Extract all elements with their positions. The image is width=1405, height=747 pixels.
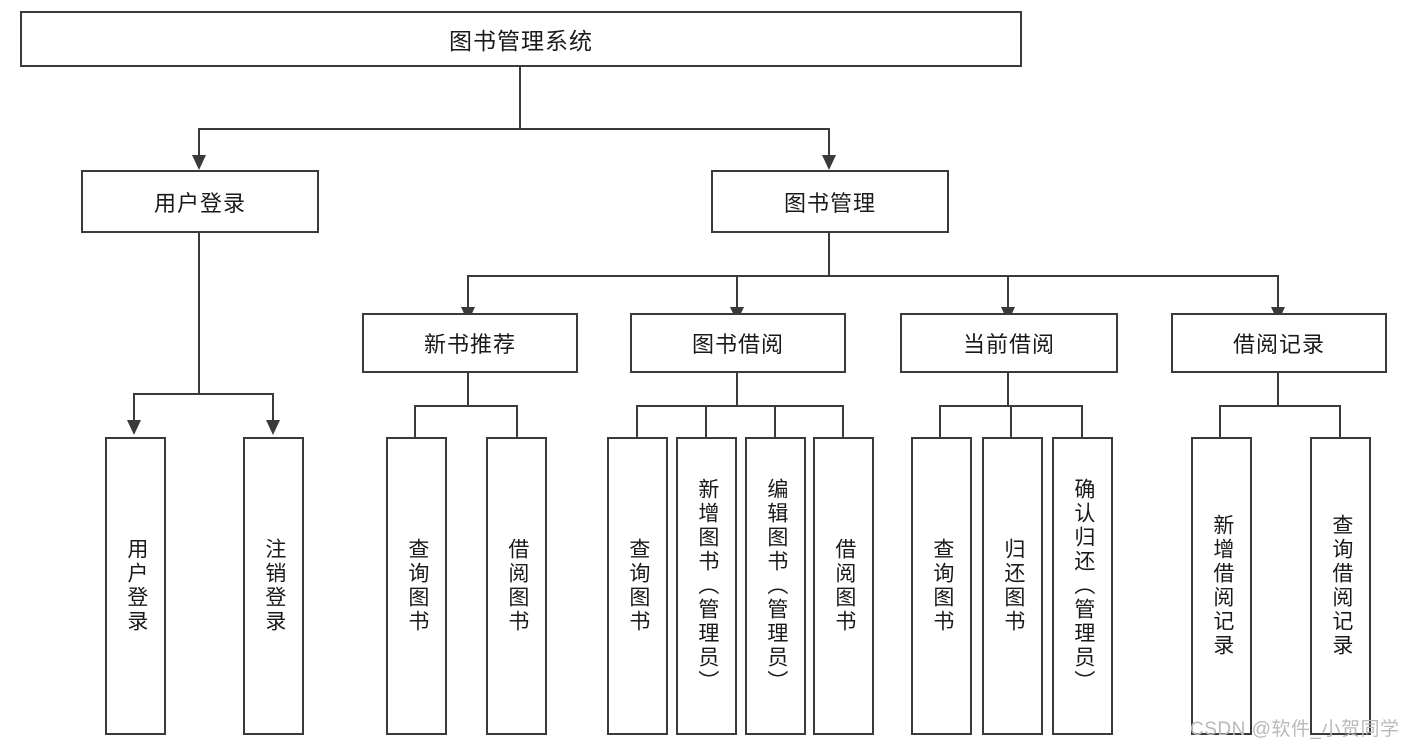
root-to-management-arrowhead-icon	[822, 155, 836, 170]
node-leaf-8[interactable]: 借阅图书	[813, 437, 874, 735]
login-bus	[134, 393, 273, 395]
login-child-1-line	[133, 393, 135, 420]
node-leaf-1[interactable]: 用户登录	[105, 437, 166, 735]
login-stem	[198, 233, 200, 393]
g3-leaf-2-line	[1010, 405, 1012, 437]
g2-leaf-2-line	[705, 405, 707, 437]
g2-leaf-1-line	[636, 405, 638, 437]
node-leaf-7-label: 编辑图书（管理员）	[764, 478, 788, 694]
node-level2-1[interactable]: 用户登录	[81, 170, 319, 233]
node-leaf-11[interactable]: 确认归还（管理员）	[1052, 437, 1113, 735]
node-leaf-3-label: 查询图书	[405, 538, 429, 634]
management-child-3-line	[1007, 275, 1009, 307]
node-level3-1-label: 新书推荐	[423, 332, 516, 357]
node-leaf-7[interactable]: 编辑图书（管理员）	[745, 437, 806, 735]
g1-bus	[415, 405, 517, 407]
login-child-2-line	[272, 393, 274, 420]
node-leaf-2[interactable]: 注销登录	[243, 437, 304, 735]
node-root[interactable]: 图书管理系统	[20, 11, 1022, 67]
root-stem	[519, 67, 521, 128]
node-leaf-4[interactable]: 借阅图书	[486, 437, 547, 735]
g4-leaf-1-line	[1219, 405, 1221, 437]
node-level3-4[interactable]: 借阅记录	[1171, 313, 1387, 373]
g1-stem	[467, 373, 469, 405]
g3-stem	[1007, 373, 1009, 405]
node-leaf-8-label: 借阅图书	[832, 538, 856, 634]
g2-leaf-4-line	[842, 405, 844, 437]
node-level2-1-label: 用户登录	[153, 190, 246, 216]
node-leaf-9-label: 查询图书	[930, 538, 954, 634]
node-leaf-13[interactable]: 查询借阅记录	[1310, 437, 1371, 735]
g3-leaf-3-line	[1081, 405, 1083, 437]
management-stem	[828, 233, 830, 275]
login-child-1-arrowhead-icon	[127, 420, 141, 435]
root-to-login-line	[198, 128, 200, 155]
root-bus	[199, 128, 830, 130]
g3-leaf-1-line	[939, 405, 941, 437]
node-level3-3[interactable]: 当前借阅	[900, 313, 1118, 373]
node-level3-3-label: 当前借阅	[962, 332, 1055, 357]
login-child-2-arrowhead-icon	[266, 420, 280, 435]
node-leaf-3[interactable]: 查询图书	[386, 437, 447, 735]
node-level3-4-label: 借阅记录	[1232, 332, 1325, 357]
node-leaf-11-label: 确认归还（管理员）	[1071, 478, 1095, 694]
node-leaf-5-label: 查询图书	[626, 538, 650, 634]
management-child-4-line	[1277, 275, 1279, 307]
g4-stem	[1277, 373, 1279, 405]
g2-bus	[637, 405, 843, 407]
node-level2-2[interactable]: 图书管理	[711, 170, 949, 233]
node-level2-2-label: 图书管理	[783, 190, 876, 216]
g1-leaf-1-line	[414, 405, 416, 437]
node-leaf-13-label: 查询借阅记录	[1329, 514, 1353, 658]
node-leaf-1-label: 用户登录	[124, 538, 148, 634]
node-leaf-12-label: 新增借阅记录	[1210, 514, 1234, 658]
node-leaf-2-label: 注销登录	[262, 538, 286, 634]
root-to-login-arrowhead-icon	[192, 155, 206, 170]
node-level3-2[interactable]: 图书借阅	[630, 313, 846, 373]
node-leaf-12[interactable]: 新增借阅记录	[1191, 437, 1252, 735]
management-child-1-line	[467, 275, 469, 307]
node-leaf-4-label: 借阅图书	[505, 538, 529, 634]
node-level3-1[interactable]: 新书推荐	[362, 313, 578, 373]
node-root-label: 图书管理系统	[449, 28, 593, 54]
node-leaf-6[interactable]: 新增图书（管理员）	[676, 437, 737, 735]
root-to-management-line	[828, 128, 830, 155]
g4-bus	[1220, 405, 1340, 407]
node-leaf-9[interactable]: 查询图书	[911, 437, 972, 735]
g1-leaf-2-line	[516, 405, 518, 437]
watermark: CSDN @软件_小贺同学	[1190, 719, 1400, 740]
node-leaf-10[interactable]: 归还图书	[982, 437, 1043, 735]
management-bus	[468, 275, 1279, 277]
management-child-2-line	[736, 275, 738, 307]
node-leaf-10-label: 归还图书	[1001, 538, 1025, 634]
node-leaf-5[interactable]: 查询图书	[607, 437, 668, 735]
g4-leaf-2-line	[1339, 405, 1341, 437]
node-level3-2-label: 图书借阅	[691, 332, 784, 357]
g2-leaf-3-line	[774, 405, 776, 437]
node-leaf-6-label: 新增图书（管理员）	[695, 478, 719, 694]
g2-stem	[736, 373, 738, 405]
